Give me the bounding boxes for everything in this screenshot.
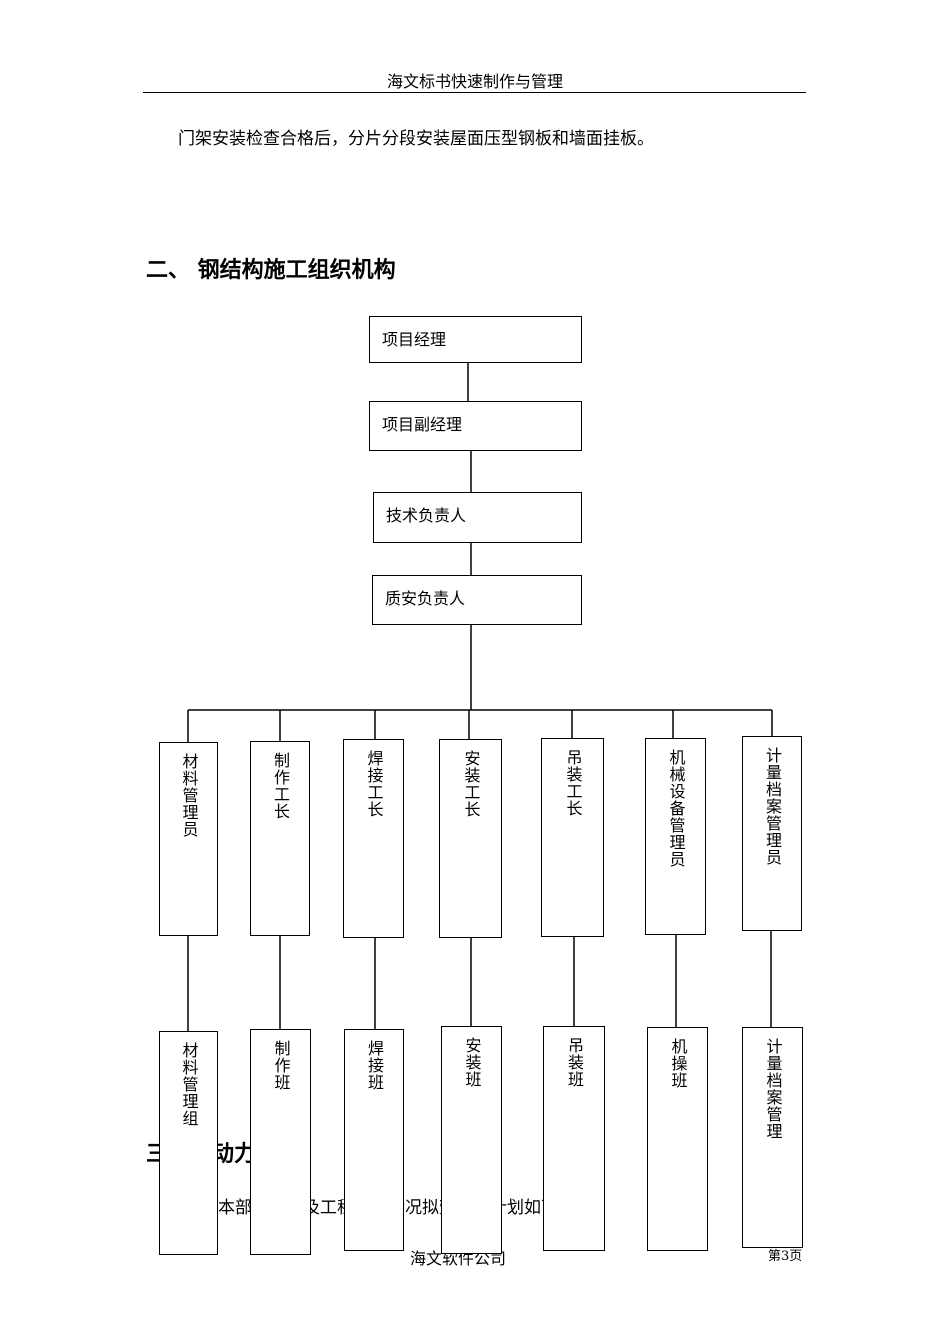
header-divider [143, 92, 806, 93]
footer-page-number: 第3页 [768, 1249, 803, 1264]
box-label: 机械设备管理员 [666, 749, 686, 868]
box-label: 安装工长 [461, 750, 481, 818]
role-box: 机械设备管理员 [645, 738, 706, 935]
team-box: 机操班 [647, 1027, 708, 1251]
role-box: 计量档案管理员 [742, 736, 802, 931]
team-box: 制作班 [250, 1029, 311, 1255]
technical-lead-box: 技术负责人 [373, 492, 582, 543]
box-label: 制作工长 [271, 752, 290, 820]
project-manager-box: 项目经理 [369, 316, 582, 363]
box-label: 制作班 [271, 1040, 291, 1091]
quality-safety-lead-box: 质安负责人 [372, 575, 582, 625]
section-2-heading: 二、 钢结构施工组织机构 [146, 258, 396, 283]
deputy-manager-box: 项目副经理 [369, 401, 582, 451]
box-label: 计量档案管理员 [763, 747, 782, 866]
box-label: 材料管理员 [179, 753, 199, 838]
box-label: 焊接工长 [364, 750, 384, 818]
team-box: 安装班 [441, 1026, 502, 1254]
team-box: 材料管理组 [159, 1031, 218, 1255]
box-label: 计量档案管理 [763, 1038, 783, 1140]
box-label: 安装班 [462, 1037, 482, 1088]
team-box: 吊装班 [543, 1026, 605, 1251]
role-box: 制作工长 [250, 741, 310, 936]
box-label: 机操班 [668, 1038, 688, 1089]
box-label: 项目副经理 [382, 415, 463, 434]
box-label: 吊装班 [565, 1037, 584, 1088]
team-box: 计量档案管理 [742, 1027, 803, 1248]
role-box: 焊接工长 [343, 739, 404, 938]
box-label: 质安负责人 [385, 589, 466, 608]
box-label: 项目经理 [382, 330, 447, 349]
header-title: 海文标书快速制作与管理 [386, 72, 563, 91]
role-box: 安装工长 [439, 739, 502, 938]
box-label: 焊接班 [365, 1040, 384, 1091]
box-label: 材料管理组 [179, 1042, 199, 1127]
intro-paragraph: 门架安装检查合格后，分片分段安装屋面压型钢板和墙面挂板。 [178, 129, 654, 149]
role-box: 吊装工长 [541, 738, 604, 937]
role-box: 材料管理员 [159, 742, 218, 936]
team-box: 焊接班 [344, 1029, 404, 1251]
box-label: 技术负责人 [386, 506, 467, 525]
box-label: 吊装工长 [563, 749, 583, 817]
